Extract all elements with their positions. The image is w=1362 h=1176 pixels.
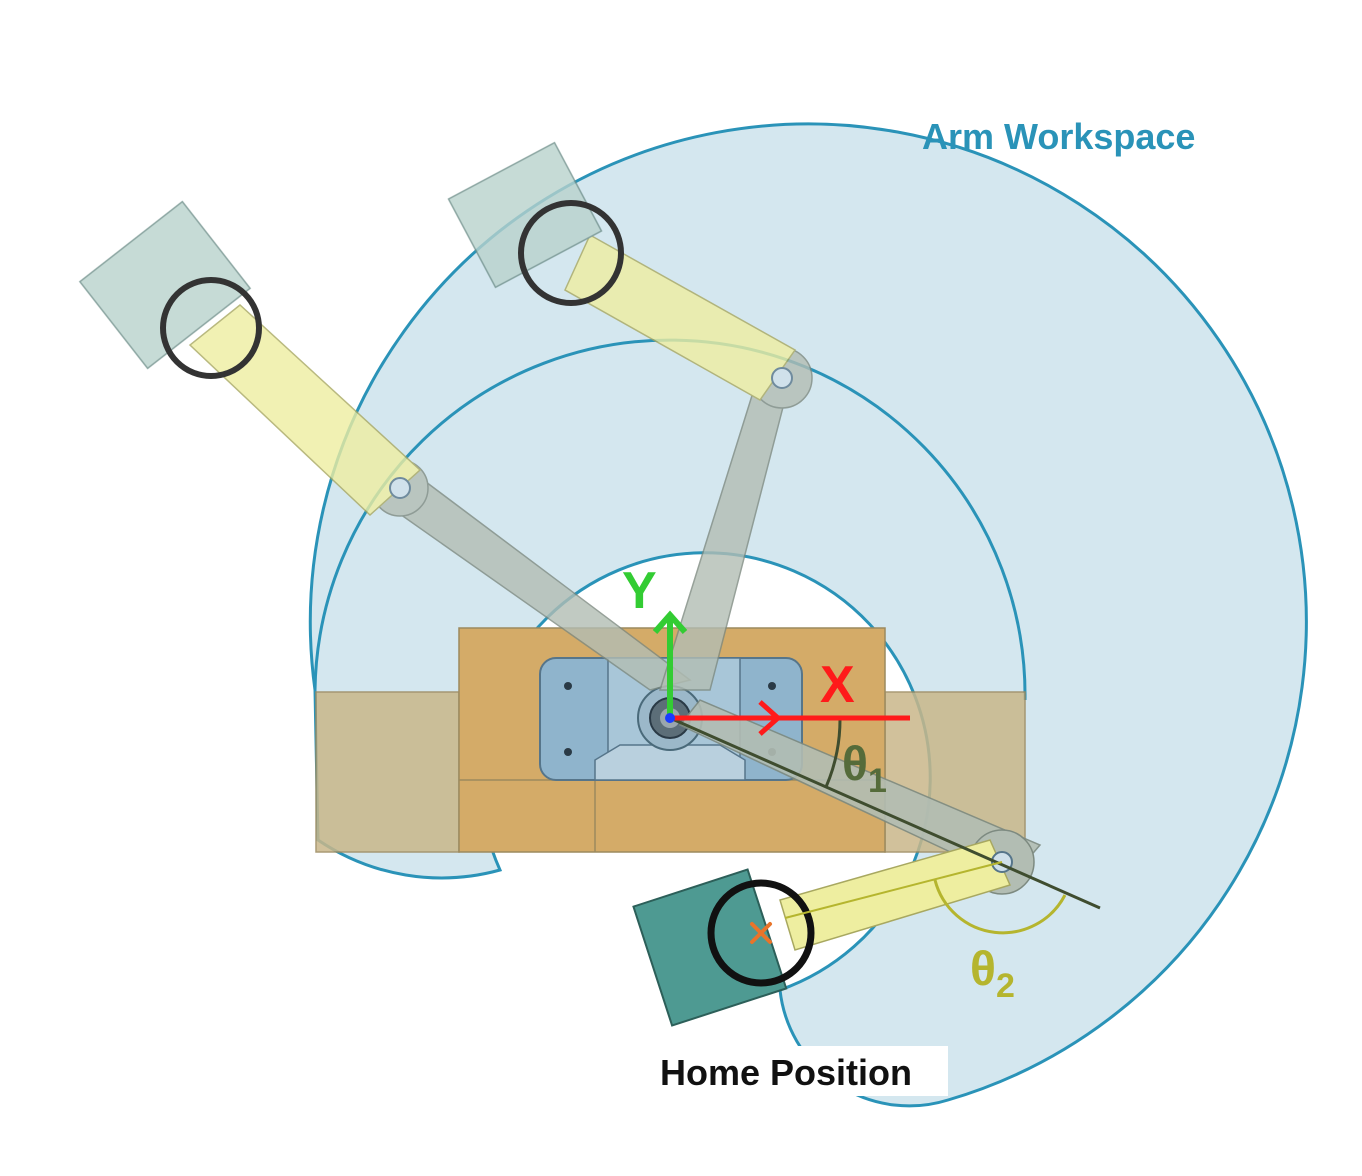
x-axis-arrowhead	[758, 700, 782, 736]
y-axis-arrowhead	[652, 610, 688, 634]
theta1-subscript: 1	[868, 762, 887, 800]
base-plate-left	[315, 691, 460, 853]
theta2-label: θ2	[970, 943, 1015, 1005]
theta1-symbol: θ	[842, 738, 868, 791]
home-label-background	[652, 1046, 948, 1096]
workspace-label: Arm Workspace	[922, 116, 1195, 157]
effector-ring-upper	[518, 200, 624, 306]
theta1-label: θ1	[842, 738, 887, 800]
theta2-symbol: θ	[970, 943, 996, 996]
arm-pose-left	[78, 200, 692, 691]
arm-pose-upper	[447, 141, 813, 691]
x-axis-label: X	[820, 656, 855, 714]
target-marker-icon	[750, 922, 772, 944]
origin-point	[665, 713, 675, 723]
theta2-subscript: 2	[996, 967, 1015, 1005]
theta2-reference-line	[784, 861, 1003, 919]
theta2-arc	[933, 879, 1067, 935]
theta1-arc	[824, 717, 842, 788]
workspace-region	[308, 122, 1308, 1108]
home-position-label: Home Position	[660, 1052, 912, 1093]
effector-ring-home	[707, 879, 815, 987]
theta1-reference-line	[669, 716, 1101, 910]
effector-ring-left	[160, 277, 262, 379]
y-axis-label: Y	[622, 562, 657, 620]
